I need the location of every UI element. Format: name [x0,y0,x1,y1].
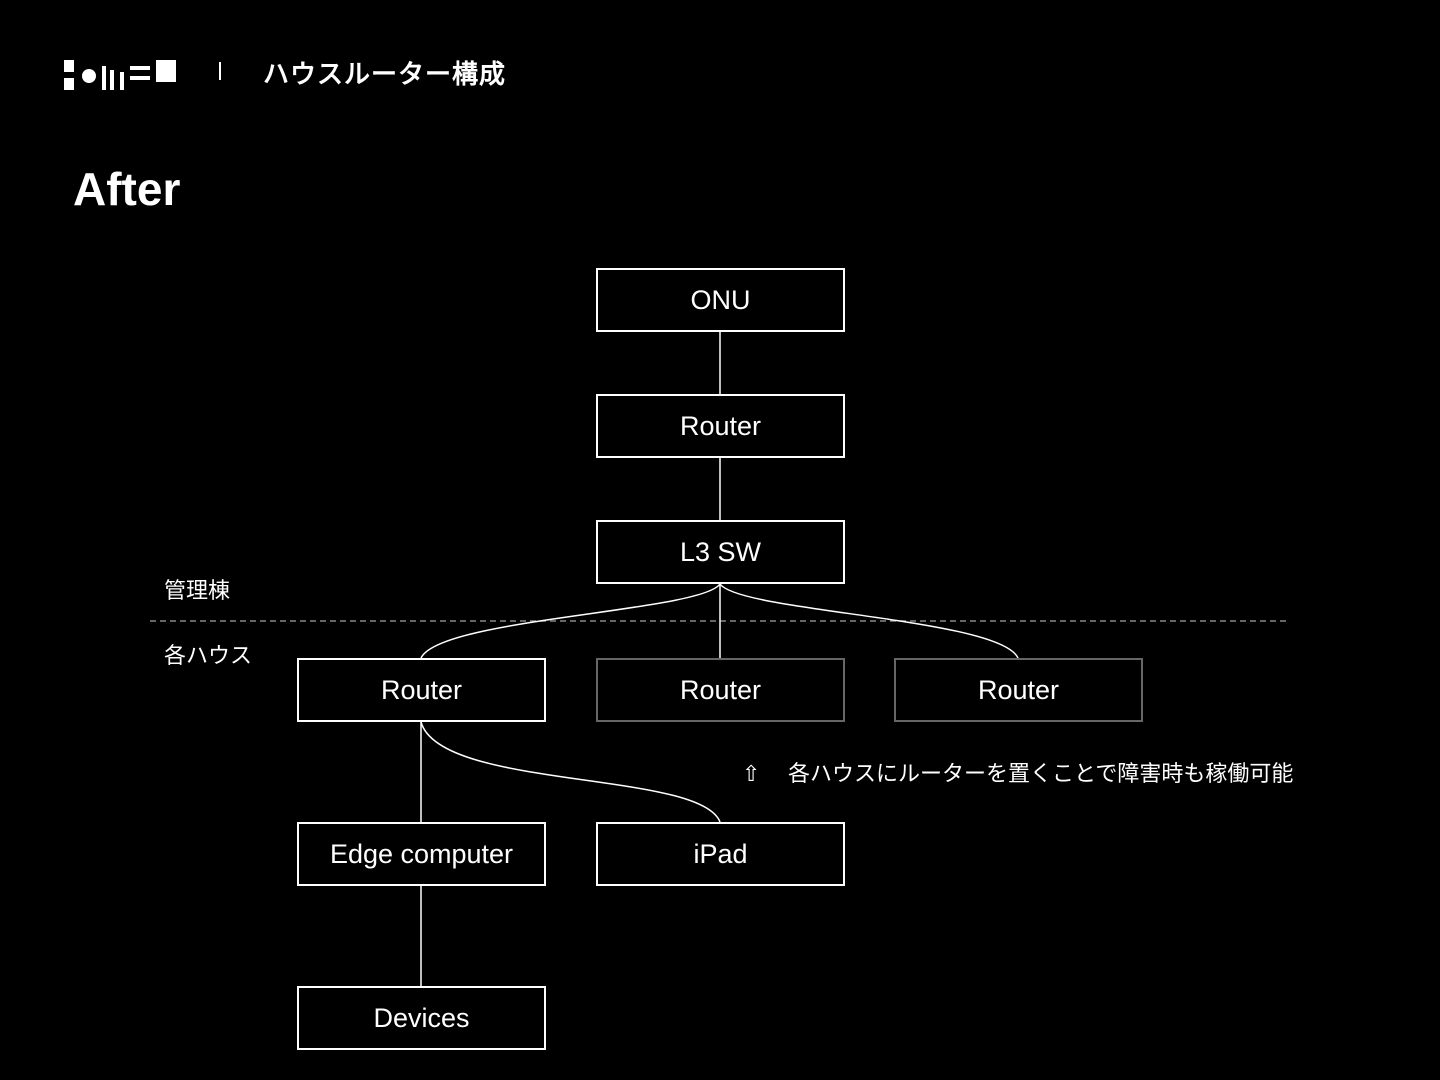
annotation-note: ⇧ 各ハウスにルーターを置くことで障害時も稼働可能 [742,756,1293,788]
node-router-main: Router [596,394,845,458]
annotation-text: 各ハウスにルーターを置くことで障害時も稼働可能 [788,762,1294,787]
zone-label-management: 管理棟 [164,579,231,604]
connector-l3sw-router-3 [719,583,1019,659]
node-router-house-2: Router [596,658,845,722]
node-router-house-3: Router [894,658,1143,722]
node-router-house-1: Router [297,658,546,722]
header-separator [219,62,221,80]
node-devices: Devices [297,986,546,1050]
page-title: After [73,163,181,215]
node-edge-computer: Edge computer [297,822,546,886]
connector-router-ipad [420,721,721,823]
section-title: ハウスルーター構成 [263,60,507,90]
connector-l3sw-router-1 [420,583,721,659]
up-arrow-icon: ⇧ [742,762,761,787]
brand-logo [64,60,176,90]
zone-label-houses: 各ハウス [164,644,253,669]
node-l3-switch: L3 SW [596,520,845,584]
node-ipad: iPad [596,822,845,886]
node-onu: ONU [596,268,845,332]
